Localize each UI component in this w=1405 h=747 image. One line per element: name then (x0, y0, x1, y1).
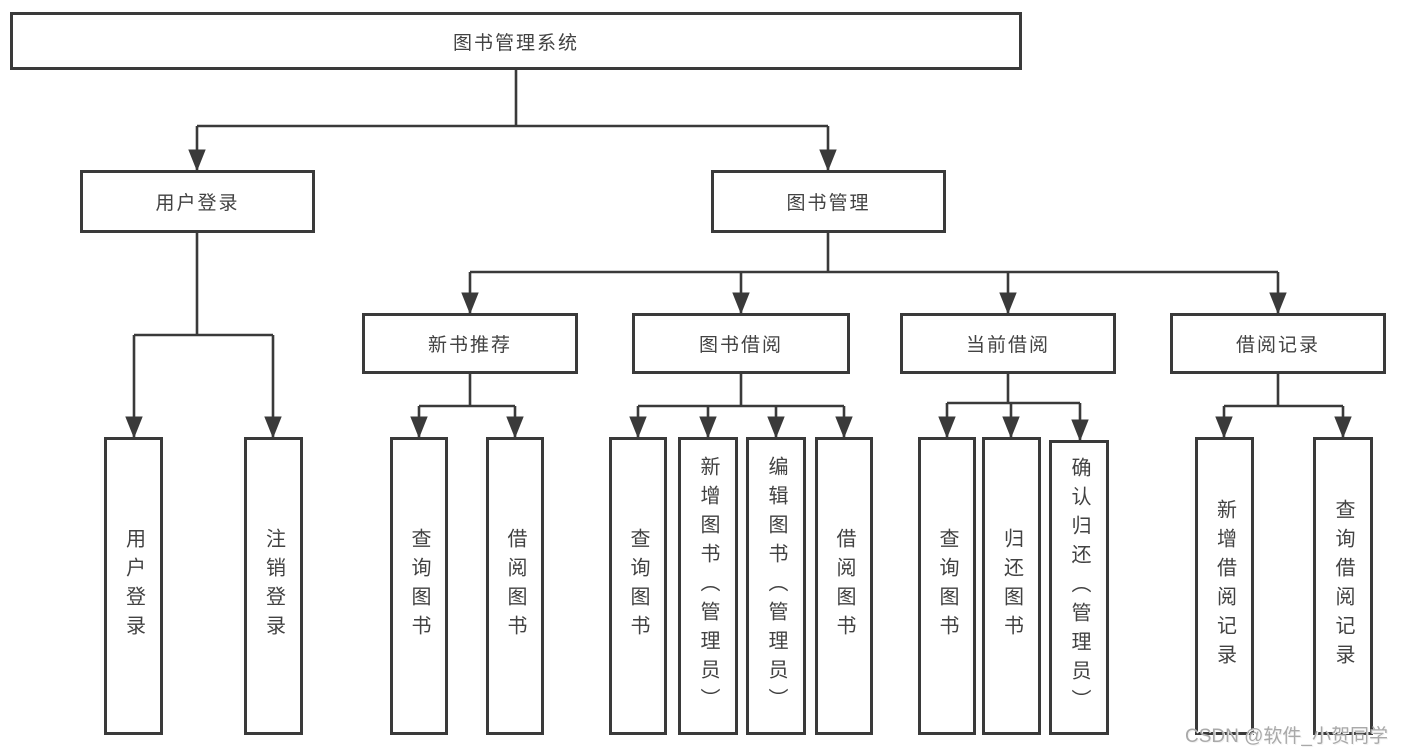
csdn-watermark: CSDN @软件_小贺同学 (1185, 726, 1388, 747)
node-new-book-recommend: 新书推荐 (362, 313, 578, 374)
leaf-cb-return-books: 归还图书 (982, 437, 1041, 735)
node-borrow-records: 借阅记录 (1170, 313, 1386, 374)
leaf-nb-query-books: 查询图书 (390, 437, 448, 735)
node-current-borrow: 当前借阅 (900, 313, 1116, 374)
leaf-user-login: 用户登录 (104, 437, 163, 735)
leaf-logout-login: 注销登录 (244, 437, 303, 735)
leaf-bb-edit-books-admin: 编辑图书（管理员） (746, 437, 806, 735)
leaf-nb-borrow-books: 借阅图书 (486, 437, 544, 735)
leaf-cb-query-books: 查询图书 (918, 437, 976, 735)
leaf-cb-confirm-return-admin: 确认归还（管理员） (1049, 440, 1109, 735)
node-user-login: 用户登录 (80, 170, 315, 233)
node-book-borrow: 图书借阅 (632, 313, 850, 374)
node-library-management-system: 图书管理系统 (10, 12, 1022, 70)
leaf-br-query-record: 查询借阅记录 (1313, 437, 1373, 735)
leaf-br-add-record: 新增借阅记录 (1195, 437, 1254, 735)
leaf-bb-add-books-admin: 新增图书（管理员） (678, 437, 738, 735)
leaf-bb-borrow-books: 借阅图书 (815, 437, 873, 735)
leaf-bb-query-books: 查询图书 (609, 437, 667, 735)
node-book-management: 图书管理 (711, 170, 946, 233)
